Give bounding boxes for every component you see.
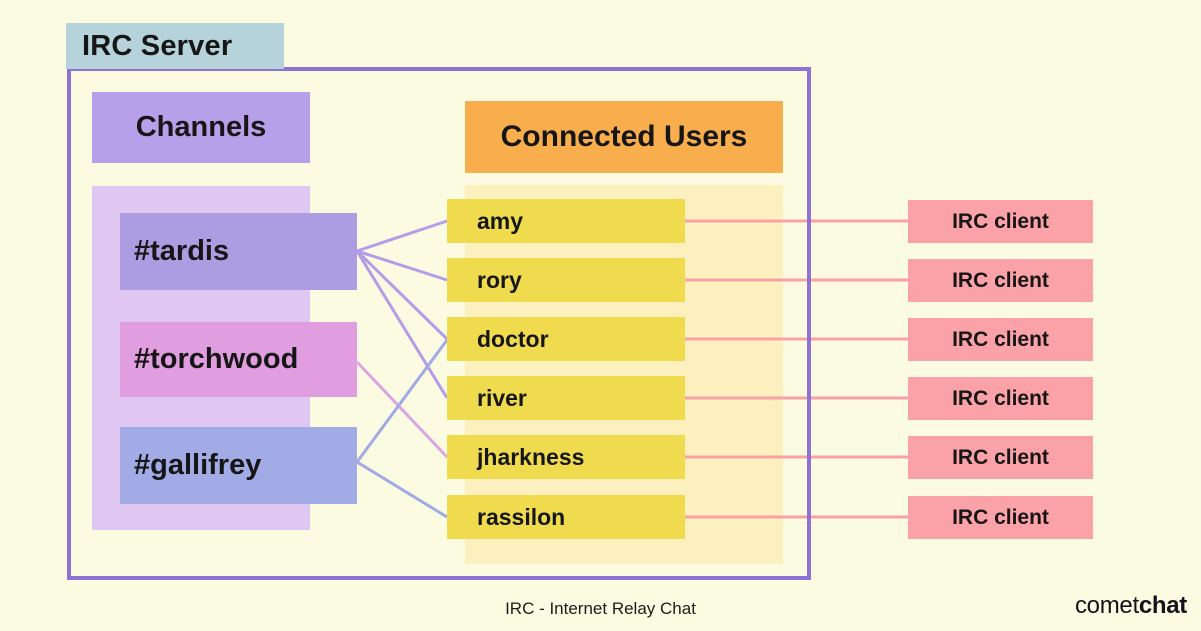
- cometchat-logo-prefix: comet: [1074, 592, 1139, 619]
- cometchat-logo: cometchat: [1075, 592, 1187, 620]
- wire-torchwood-jharkness: [355, 360, 449, 459]
- channel-torchwood: #torchwood: [120, 322, 357, 397]
- user-jharkness: jharkness: [447, 435, 685, 479]
- diagram-caption: IRC - Internet Relay Chat: [505, 599, 696, 618]
- irc-client-box-3: IRC client: [908, 318, 1093, 361]
- channel-gallifrey: #gallifrey: [120, 427, 357, 504]
- wire-tardis-amy: [356, 219, 448, 253]
- wire-tardis-doctor: [355, 249, 449, 341]
- irc-client-box-5: IRC client: [908, 436, 1093, 479]
- wire-tardis-river: [355, 250, 449, 399]
- channel-tardis: #tardis: [120, 213, 357, 290]
- user-rassilon: rassilon: [447, 495, 685, 539]
- wire-gallifrey-rassilon: [356, 460, 448, 519]
- user-amy: amy: [447, 199, 685, 243]
- irc-server-label: IRC Server: [66, 23, 284, 69]
- irc-client-box-1: IRC client: [908, 200, 1093, 243]
- irc-client-box-4: IRC client: [908, 377, 1093, 420]
- cometchat-logo-suffix: chat: [1138, 592, 1187, 619]
- user-doctor: doctor: [447, 317, 685, 361]
- irc-client-box-6: IRC client: [908, 496, 1093, 539]
- wire-gallifrey-doctor: [355, 339, 449, 463]
- irc-client-box-2: IRC client: [908, 259, 1093, 302]
- channels-header: Channels: [92, 92, 310, 163]
- user-rory: rory: [447, 258, 685, 302]
- wire-tardis-rory: [356, 249, 448, 282]
- connected-users-header: Connected Users: [465, 101, 783, 173]
- user-river: river: [447, 376, 685, 420]
